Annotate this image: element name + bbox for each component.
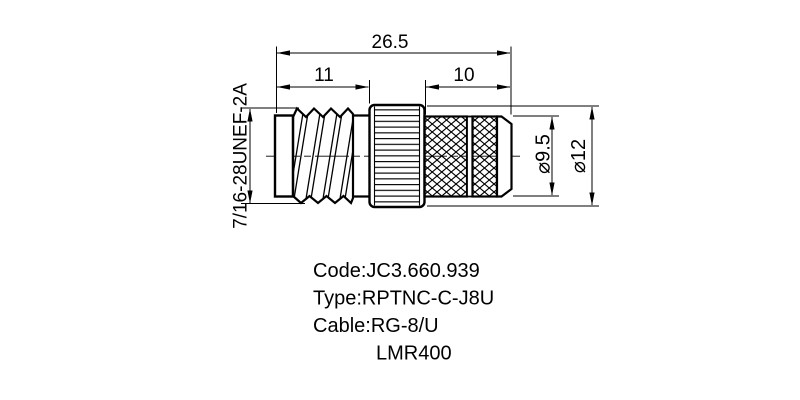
arrow-left-icon xyxy=(426,84,439,90)
dimension-nut-diameter: ⌀12 xyxy=(427,105,599,207)
coupling-nut xyxy=(368,103,426,209)
product-cable: Cable:RG-8/U xyxy=(313,315,439,337)
overall-length-label: 26.5 xyxy=(372,32,409,53)
body-length-label: 10 xyxy=(453,65,474,86)
arrow-left-icon xyxy=(277,50,290,56)
arrow-down-icon xyxy=(549,182,555,196)
dimension-body-diameter: ⌀9.5 xyxy=(513,115,559,197)
product-code: Code:JC3.660.939 xyxy=(313,260,480,282)
product-type: Type:RPTNC-C-J8U xyxy=(313,288,494,310)
connector-body xyxy=(266,103,520,209)
thread-hatch xyxy=(293,108,353,203)
dimension-body-length: 10 xyxy=(425,65,510,115)
arrow-up-icon xyxy=(549,116,555,130)
nut-diameter-label: ⌀12 xyxy=(568,139,590,173)
arrow-up-icon xyxy=(589,106,595,120)
arrow-right-icon xyxy=(497,50,510,56)
thread-length-label: 11 xyxy=(314,65,334,86)
arrow-left-icon xyxy=(277,84,290,90)
thread-section-outline xyxy=(291,106,355,205)
arrow-up-icon xyxy=(247,108,253,122)
arrow-right-icon xyxy=(497,84,510,90)
left-end-cap xyxy=(273,114,295,198)
dimension-overall-length: 26.5 xyxy=(276,32,512,115)
neck-section xyxy=(352,114,370,198)
knurl-section-b xyxy=(471,115,499,198)
right-end-cap xyxy=(495,115,513,198)
dimension-thread-length: 11 xyxy=(277,65,370,104)
product-info: Code:JC3.660.939 Type:RPTNC-C-J8U Cable:… xyxy=(313,260,494,365)
straight-knurl xyxy=(375,107,419,205)
dimension-thread-spec: 7/16-28UNEF-2A xyxy=(231,83,305,229)
arrow-right-icon xyxy=(355,84,369,90)
arrow-down-icon xyxy=(247,190,253,204)
knurl-section-a xyxy=(423,115,469,198)
product-cable-2: LMR400 xyxy=(376,343,452,365)
body-diameter-label: ⌀9.5 xyxy=(533,134,555,174)
arrow-down-icon xyxy=(589,192,595,206)
thread-spec-label: 7/16-28UNEF-2A xyxy=(231,83,252,229)
